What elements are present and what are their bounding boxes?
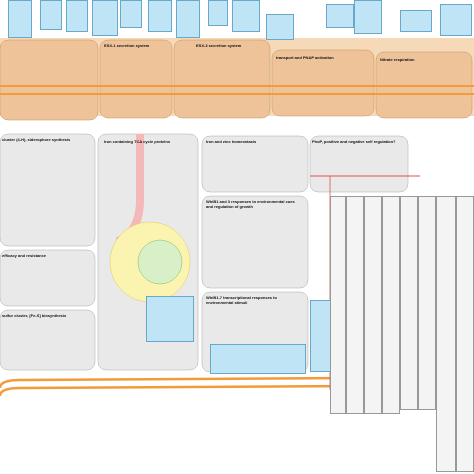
note-7: [176, 0, 200, 38]
panel-left: [0, 39, 99, 121]
gene-column-6: [418, 196, 436, 410]
note-6: [148, 0, 172, 32]
note-4: [92, 0, 118, 36]
panel-esx1: [99, 39, 173, 119]
label-tca: Iron containing TCA cycle proteins: [104, 139, 171, 144]
note-2: [40, 0, 62, 30]
label-phop: PhoP, positive and negative self regulat…: [312, 139, 396, 144]
bottom-curve-2: [0, 200, 362, 397]
note-13: [400, 10, 432, 32]
label-transport: transport and PNAP activation: [276, 55, 334, 60]
panel-transport: [271, 49, 375, 117]
gene-column-4: [382, 196, 400, 414]
gene-column-5: [400, 196, 418, 410]
label-esx1: ESX-1 secretion system: [104, 43, 150, 48]
note-9: [232, 0, 260, 32]
note-3: [66, 0, 88, 32]
note-8: [208, 0, 228, 26]
note-12: [354, 0, 382, 34]
label-efficacy: efficacy and resistance: [2, 253, 47, 258]
label-whib2: WhiB1-7 transcriptional responses to env…: [206, 295, 277, 305]
panel-esx3: [173, 39, 271, 119]
note-15: [146, 296, 194, 342]
gene-column-8: [456, 196, 474, 472]
gene-column-3: [364, 196, 382, 414]
panel-efficacy: [0, 249, 96, 307]
note-10: [266, 14, 294, 40]
note-16: [210, 344, 306, 374]
label-whib: WhiB1 and 3 responses to environmental c…: [206, 199, 295, 209]
panel-iron-sulfur: [0, 309, 96, 371]
note-14: [440, 4, 472, 36]
bottom-curve-1: [0, 200, 352, 389]
gene-column-7: [436, 196, 456, 472]
gene-column-1: [330, 196, 346, 414]
panel-whib: [201, 195, 309, 289]
gene-column-2: [346, 196, 364, 414]
tca-green-zone: [137, 239, 183, 285]
panel-iron-zinc: [201, 135, 309, 193]
panel-cluster: [0, 133, 96, 247]
note-5: [120, 0, 142, 28]
note-11: [326, 4, 354, 28]
note-1: [8, 0, 32, 38]
panel-phop: [309, 135, 409, 193]
label-esx3: ESX-3 secretion system: [196, 43, 242, 48]
label-nitrate: Nitrate respiration: [380, 57, 415, 62]
label-cluster: cluster (4-H), siderophore synthesis: [2, 137, 71, 142]
label-iron-zinc: Iron and zinc homeostasis: [206, 139, 257, 144]
label-iron-sulfur: sulfur cluster, [Fe-S] biosynthesis: [2, 313, 67, 318]
